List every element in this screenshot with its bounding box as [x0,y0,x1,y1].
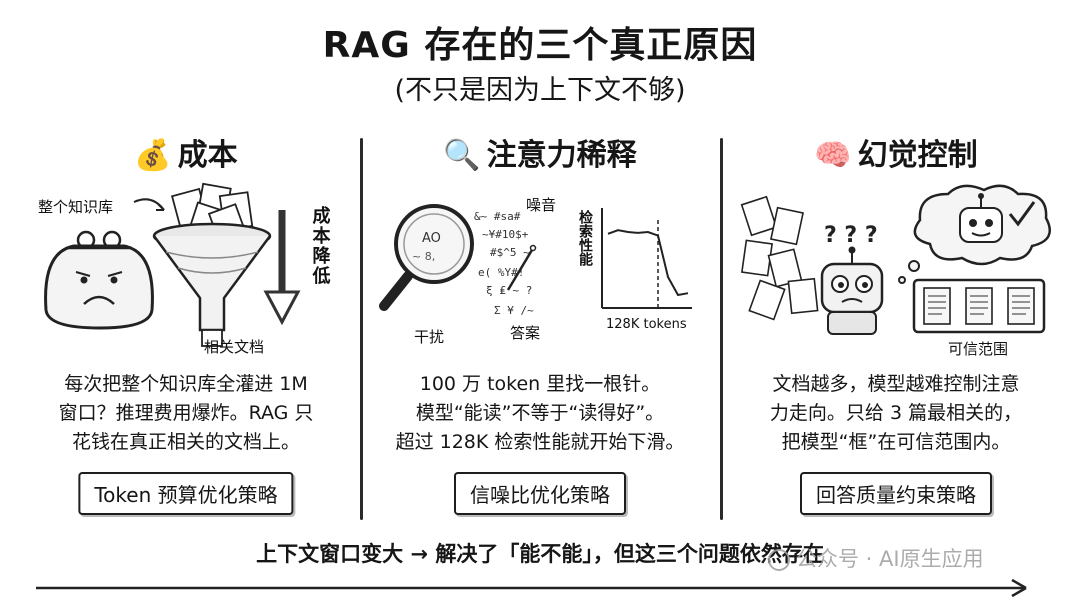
page-subtitle: (不只是因为上下文不够) [394,75,686,106]
noise-symbols: &~ #sa# ~¥#10$+ #$^5 ~ e( %Y#! ξ ₤ ~ ? Σ… [474,210,534,317]
watermark-text: 公众号 · AI原生应用 [796,547,984,571]
retrieval-performance-chart: 检索性能 128K tokens [577,208,692,332]
column-hallucination: 🧠幻觉控制 ? ? ? [726,130,1066,530]
svg-text:~¥#10$+: ~¥#10$+ [482,228,529,241]
chart-y-label: 检索性能 [577,209,593,267]
cost-illustration: 整个知识库 相关文档 成本降低 [38,182,332,356]
cost-description: 每次把整个知识库全灌进 1M 窗口？推理费用爆炸。RAG 只 花钱在真正相关的文… [16,370,356,457]
chart-x-label: 128K tokens [606,317,687,332]
trusted-docs-frame [912,278,1046,334]
hallucination-description: 文档越多，模型越难控制注意 力走向。只给 3 篇最相关的， 把模型“框”在可信范… [726,370,1066,457]
svg-text:#$^5 ~: #$^5 ~ [490,246,530,259]
attention-strategy-badge: 信噪比优化策略 [454,472,626,515]
relevant-docs-label: 相关文档 [204,338,264,356]
cost-desc-line: 每次把整个知识库全灌进 1M [64,373,308,395]
cost-strategy-badge: Token 预算优化策略 [78,472,294,515]
attention-desc-line: 超过 128K 检索性能就开始下滑。 [395,431,685,453]
confused-robot-icon: ? ? ? [820,223,884,335]
svg-text:AO: AO [422,231,441,246]
hallucination-illustration: ? ? ? [740,184,1051,358]
magnifying-glass-icon: AO ~ 8, [379,204,474,311]
sad-purse-icon [44,230,154,330]
column-attention: 🔍注意力稀释 AO ~ 8, &~ #sa# ~¥#10$+ #$^5 ~ e(… [370,130,710,530]
attention-heading: 🔍注意力稀释 [370,130,710,174]
cost-heading: 💰成本 [16,130,356,174]
svg-text:? ? ?: ? ? ? [824,223,878,248]
trusted-range-label: 可信范围 [948,340,1008,358]
checkmark-icon [1008,201,1036,227]
wechat-icon [768,549,790,571]
svg-text:~ 8,: ~ 8, [412,250,435,263]
cost-heading-text: 成本 [177,138,238,173]
attention-desc-line: 100 万 token 里找一根针。 [419,373,661,395]
column-cost: 💰成本 整个知识库 [16,130,356,530]
kb-label: 整个知识库 [38,198,113,216]
footer-arrow [36,578,1027,598]
performance-line [607,229,689,297]
interference-label: 干扰 [414,328,444,346]
hallucination-heading-text: 幻觉控制 [857,138,978,173]
svg-text:ξ ₤ ~ ?: ξ ₤ ~ ? [486,284,532,297]
attention-illustration: AO ~ 8, &~ #sa# ~¥#10$+ #$^5 ~ e( %Y#! ξ… [379,196,692,346]
noise-label: 噪音 [526,196,556,214]
page-title: RAG 存在的三个真正原因 [322,25,758,66]
watermark: 公众号 · AI原生应用 [768,543,984,573]
money-bag-icon: 💰 [134,138,172,173]
thought-cloud [898,184,1051,284]
cost-desc-line: 窗口？推理费用爆炸。RAG 只 [58,402,314,424]
funnel-icon [152,222,272,347]
attention-desc-line: 模型“能读”不等于“读得好”。 [415,402,665,424]
magnifier-icon: 🔍 [443,138,481,173]
hallucination-heading: 🧠幻觉控制 [726,130,1066,174]
hallucination-desc-line: 把模型“框”在可信范围内。 [781,431,1011,453]
divider-left [360,138,363,520]
svg-text:&~ #sa#: &~ #sa# [474,210,521,223]
hallucination-desc-line: 力走向。只给 3 篇最相关的， [769,402,1023,424]
svg-text:e( %Y#!: e( %Y#! [478,266,524,279]
scattered-papers-icon [740,195,819,321]
attention-description: 100 万 token 里找一根针。 模型“能读”不等于“读得好”。 超过 12… [370,370,710,457]
brain-icon: 🧠 [814,138,852,173]
attention-heading-text: 注意力稀释 [486,138,637,173]
cost-down-arrow [263,210,301,326]
answer-label: 答案 [510,324,540,342]
cost-reduce-label: 成本降低 [310,205,332,286]
cost-desc-line: 花钱在真正相关的文档上。 [71,431,300,453]
svg-text:Σ ¥ /~: Σ ¥ /~ [494,304,534,317]
footer-conclusion: 上下文窗口变大 → 解决了「能不能」，但这三个问题依然存在 [256,542,824,566]
hallucination-desc-line: 文档越多，模型越难控制注意 [772,373,1020,395]
divider-right [720,138,723,520]
hallucination-strategy-badge: 回答质量约束策略 [800,472,992,515]
